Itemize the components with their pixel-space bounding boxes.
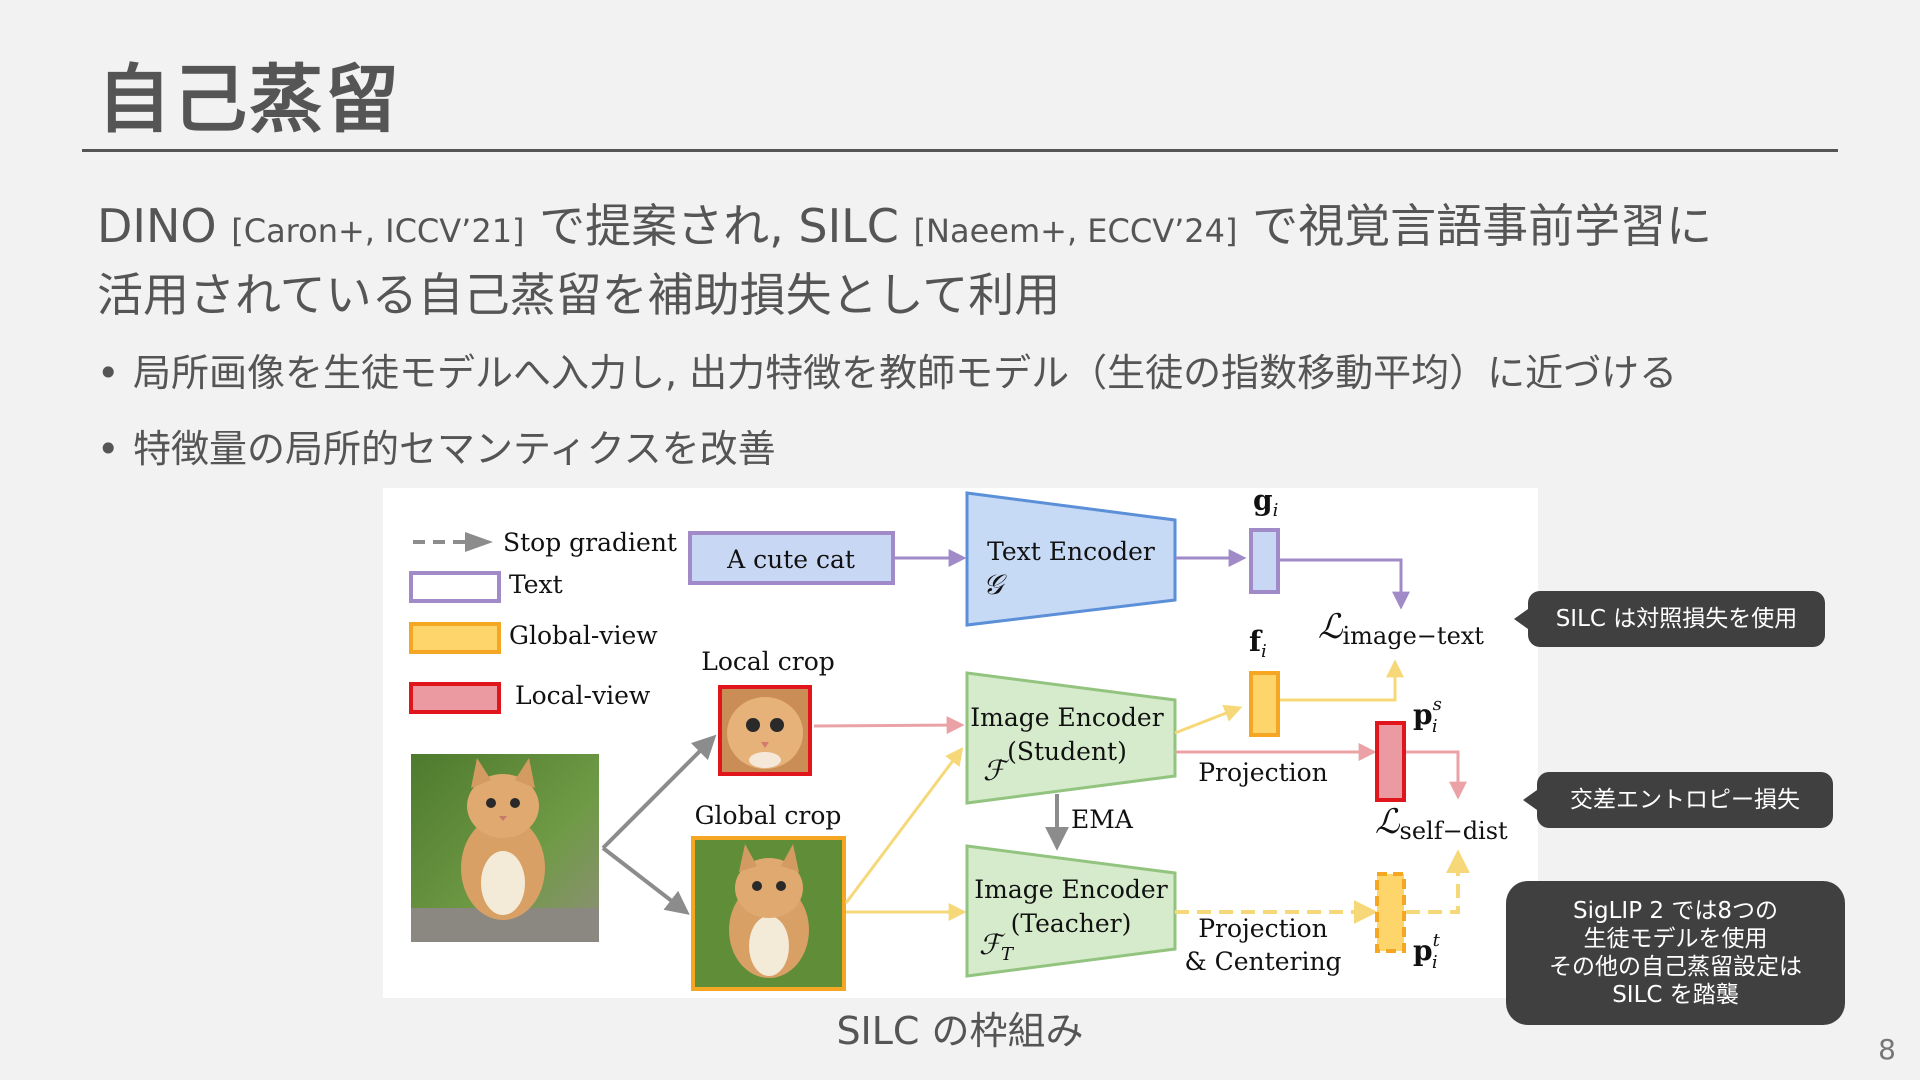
arrow-ps-to-loss <box>1406 750 1467 800</box>
callout-line: その他の自己蒸留設定は <box>1549 954 1802 980</box>
legend-text-label: Text <box>509 570 563 599</box>
legend-local-view-swatch <box>409 682 501 714</box>
student-encoder-role: (Student) <box>1007 737 1127 766</box>
student-encoder-label: Image Encoder <box>970 703 1163 732</box>
loss-image-text-label: ℒimage−text <box>1318 607 1484 650</box>
lead-mid: で提案され, SILC <box>539 199 899 253</box>
bullet-item: 特徴量の局所的セマンティクスを改善 <box>97 421 1677 497</box>
ps-feature-box <box>1375 721 1406 802</box>
global-crop-image <box>691 836 846 991</box>
arrow-local-to-student <box>813 716 965 735</box>
g-feature-box <box>1249 528 1280 594</box>
legend-local-view-label: Local-view <box>515 681 651 710</box>
callout-pointer <box>1514 609 1528 629</box>
legend: Stop gradient Text Global-view Local-vie… <box>409 528 677 714</box>
kitten-source-image <box>411 754 599 942</box>
lead-dino: DINO <box>97 199 217 253</box>
callout-line: SILC を踏襲 <box>1612 982 1739 1008</box>
f-feature-label: fi <box>1249 625 1267 662</box>
title-divider <box>82 149 1838 152</box>
slide-title: 自己蒸留 <box>97 57 401 143</box>
lead-dino-citation: [Caron+, ICCV’21] <box>231 212 525 250</box>
legend-global-view-swatch <box>409 622 501 654</box>
page-number: 8 <box>1878 1033 1896 1066</box>
projection-centering-label-2: & Centering <box>1184 947 1341 976</box>
global-crop-label: Global crop <box>695 801 842 830</box>
arrow-image-to-global-crop <box>601 846 690 915</box>
arrow-g-to-loss <box>1280 558 1410 610</box>
callout-text: SILC は対照損失を使用 <box>1555 606 1798 632</box>
text-input-label: A cute cat <box>726 545 855 574</box>
projection-centering-label-1: Projection <box>1198 914 1328 943</box>
lead-silc-citation: [Naeem+, ECCV’24] <box>913 212 1238 250</box>
callout-cross-entropy: 交差エントロピー損失 <box>1523 772 1833 828</box>
callout-line: SigLIP 2 では8つの <box>1573 898 1778 924</box>
teacher-encoder-role: (Teacher) <box>1011 909 1132 938</box>
loss-self-dist-label: ℒself−dist <box>1375 802 1508 845</box>
local-crop-image <box>718 685 812 776</box>
bullet-item: 局所画像を生徒モデルへ入力し, 出力特徴を教師モデル（生徒の指数移動平均）に近づ… <box>97 345 1677 421</box>
f-feature-box <box>1249 671 1280 737</box>
callout-siglip2-note: SigLIP 2 では8つの 生徒モデルを使用 その他の自己蒸留設定は SILC… <box>1506 881 1845 1025</box>
callout-pointer <box>1523 790 1537 810</box>
callout-contrastive-loss: SILC は対照損失を使用 <box>1514 591 1825 647</box>
lead-line2: 活用されている自己蒸留を補助損失として利用 <box>97 268 1061 322</box>
arrow-image-to-local-crop <box>601 734 717 850</box>
local-crop-label: Local crop <box>701 647 835 676</box>
legend-text-swatch <box>409 571 501 603</box>
lead-tail: で視覚言語事前学習に <box>1252 199 1713 253</box>
teacher-encoder <box>965 844 1177 978</box>
text-input-box <box>688 531 895 585</box>
legend-stop-gradient-label: Stop gradient <box>503 528 677 557</box>
projection-label: Projection <box>1198 758 1328 787</box>
pt-feature-box <box>1375 872 1406 953</box>
callout-line: 生徒モデルを使用 <box>1583 926 1768 952</box>
arrow-student-to-f <box>1174 704 1243 735</box>
lead-paragraph: DINO [Caron+, ICCV’21] で提案され, SILC [Naee… <box>97 194 1837 327</box>
legend-global-view-label: Global-view <box>509 621 658 650</box>
student-encoder <box>965 671 1177 805</box>
g-feature-label: gi <box>1253 488 1278 521</box>
bullet-list: 局所画像を生徒モデルへ入力し, 出力特徴を教師モデル（生徒の指数移動平均）に近づ… <box>97 345 1677 497</box>
arrow-pt-to-loss <box>1406 849 1470 914</box>
callout-text: 交差エントロピー損失 <box>1570 787 1800 813</box>
silc-framework-figure: Stop gradient Text Global-view Local-vie… <box>383 488 1538 998</box>
ema-label: EMA <box>1071 805 1134 834</box>
text-encoder <box>965 491 1177 627</box>
text-encoder-label: Text Encoder <box>987 537 1155 566</box>
teacher-encoder-symbol: ℱT <box>979 928 1015 965</box>
arrow-f-to-loss <box>1280 659 1404 702</box>
figure-caption: SILC の枠組み <box>836 1009 1084 1053</box>
legend-stop-gradient-arrowhead <box>465 532 493 552</box>
arrow-global-to-student <box>844 747 964 904</box>
teacher-encoder-label: Image Encoder <box>974 875 1167 904</box>
